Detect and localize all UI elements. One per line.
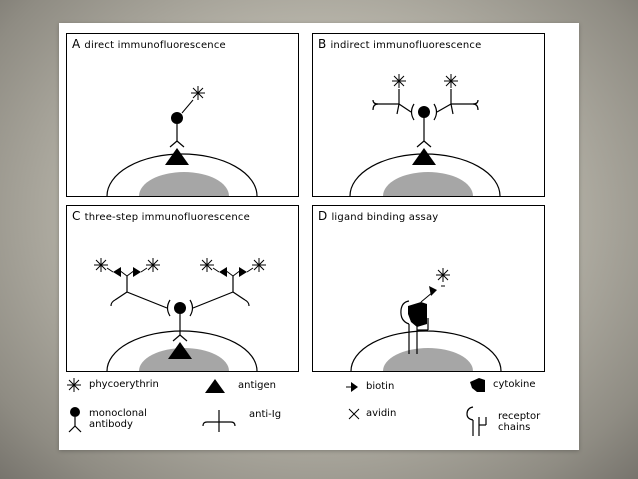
- phycoerythrin-star: [436, 268, 450, 282]
- cell-nucleus: [383, 348, 473, 371]
- phycoerythrin-icon: [67, 378, 81, 392]
- legend-cytokine: cytokine: [469, 377, 577, 393]
- antigen-triangle: [165, 148, 189, 165]
- biotin-marker: [429, 286, 437, 296]
- panel-b-diagram: [349, 74, 501, 196]
- cytokine-shape: [408, 302, 427, 327]
- monoclonal-antibody-icon: [68, 407, 82, 433]
- monoclonal-antibody-head: [418, 106, 430, 118]
- antibody-arm-left: [169, 140, 178, 148]
- linker: [181, 99, 194, 114]
- legend-label: cytokine: [493, 379, 536, 390]
- panel-letter: A: [72, 37, 81, 51]
- phycoerythrin-star: [444, 74, 458, 88]
- panel-letter: B: [318, 37, 327, 51]
- legend-phycoerythrin: phycoerythrin: [67, 378, 187, 392]
- panel-a-diagram: [106, 86, 258, 196]
- panel-title-text: direct immunofluorescence: [84, 40, 226, 51]
- legend-label: chains: [498, 422, 531, 433]
- biotin-marker: [113, 267, 121, 277]
- panel-title-text: three-step immunofluorescence: [84, 212, 250, 223]
- biotin-marker: [219, 267, 227, 277]
- panel-d-diagram: [350, 268, 502, 371]
- panel-letter: D: [318, 209, 328, 223]
- bracket-right: [433, 103, 438, 121]
- cell-membrane: [350, 330, 502, 371]
- legend-avidin: avidin: [348, 408, 438, 422]
- legend-label: receptor: [498, 411, 541, 422]
- biotin-icon: [346, 382, 358, 392]
- phycoerythrin-star: [191, 86, 205, 100]
- cell-nucleus: [139, 172, 229, 196]
- panel-title-text: indirect immunofluorescence: [330, 40, 482, 51]
- monoclonal-antibody-head: [171, 112, 183, 124]
- cell-nucleus: [383, 172, 473, 196]
- bracket-left: [410, 103, 415, 121]
- panel-letter: C: [72, 209, 81, 223]
- antigen-triangle: [168, 342, 192, 359]
- cell-membrane: [106, 330, 258, 371]
- avidin-icon: [348, 408, 360, 420]
- legend-anti-ig: anti-Ig: [199, 408, 319, 434]
- receptor-chains-icon: [466, 406, 487, 436]
- anti-ig-left: [110, 276, 168, 309]
- legend-label: avidin: [366, 408, 397, 419]
- panel-c-diagram: [94, 258, 266, 371]
- legend-label: antigen: [238, 380, 277, 391]
- legend-label: biotin: [366, 381, 395, 392]
- phycoerythrin-star: [200, 258, 214, 272]
- legend-label: antibody: [89, 419, 133, 430]
- biotin-marker: [239, 267, 247, 277]
- cell-membrane: [106, 153, 258, 196]
- monoclonal-antibody-head: [174, 302, 186, 314]
- cell-nucleus: [139, 348, 229, 371]
- biotin-marker: [133, 267, 141, 277]
- legend-monoclonal-antibody: monoclonal antibody: [67, 406, 187, 436]
- legend-antigen: antigen: [204, 378, 314, 394]
- antigen-triangle: [412, 148, 436, 165]
- antibody-arm-right: [176, 140, 185, 148]
- anti-ig-right: [436, 89, 479, 115]
- legend-label: monoclonal: [89, 408, 147, 419]
- anti-ig-left: [372, 89, 412, 115]
- phycoerythrin-star: [392, 74, 406, 88]
- cytokine-icon: [470, 378, 485, 392]
- antigen-icon: [205, 379, 225, 393]
- legend-receptor-chains: receptor chains: [464, 405, 576, 439]
- legend-biotin: biotin: [346, 380, 436, 394]
- panel-title-text: ligand binding assay: [331, 212, 439, 223]
- anti-ig-right: [192, 276, 250, 309]
- legend-label: anti-Ig: [249, 409, 282, 420]
- phycoerythrin-star: [94, 258, 108, 272]
- phycoerythrin-star: [146, 258, 160, 272]
- phycoerythrin-star: [252, 258, 266, 272]
- anti-ig-icon: [202, 410, 236, 432]
- legend-label: phycoerythrin: [89, 379, 159, 390]
